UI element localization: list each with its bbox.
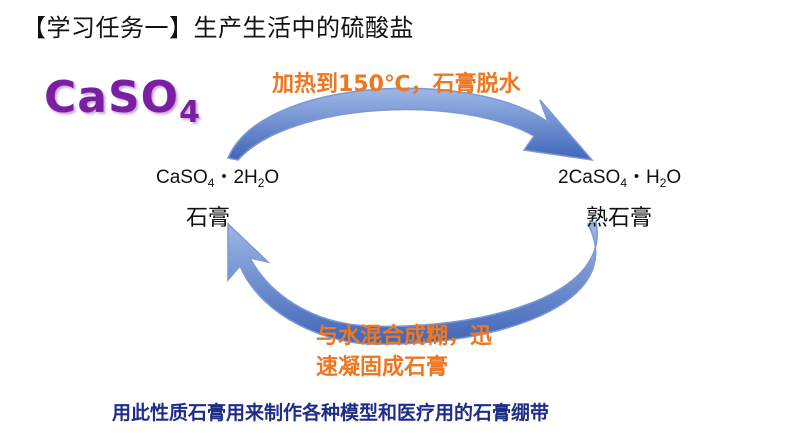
formula-subscript: 4 bbox=[620, 176, 627, 190]
forward-arrow bbox=[226, 87, 594, 162]
reverse-condition-line2: 速凝固成石膏 bbox=[316, 355, 449, 380]
usage-note: 用此性质石膏用来制作各种模型和医疗用的石膏绷带 bbox=[112, 402, 550, 424]
formula-part: ・2H bbox=[214, 167, 258, 188]
main-formula: CaSO4 bbox=[44, 72, 201, 130]
left-compound-formula: CaSO4・2H2O bbox=[156, 162, 279, 190]
reverse-condition-line1: 与水混合成糊，迅 bbox=[316, 324, 493, 349]
formula-subscript: 4 bbox=[207, 176, 215, 190]
formula-part: ・H bbox=[627, 167, 660, 188]
forward-condition: 加热到150℃，石膏脱水 bbox=[272, 72, 521, 97]
formula-part: O bbox=[264, 167, 280, 188]
formula-subscript: 2 bbox=[659, 176, 667, 190]
right-compound-name: 熟石膏 bbox=[586, 206, 653, 231]
main-formula-subscript: 4 bbox=[179, 95, 201, 130]
formula-part: O bbox=[666, 167, 682, 188]
formula-part: CaSO bbox=[156, 167, 208, 188]
page-title: 【学习任务一】生产生活中的硫酸盐 bbox=[22, 14, 414, 42]
main-formula-text: CaSO bbox=[44, 72, 180, 123]
formula-subscript: 2 bbox=[257, 176, 265, 190]
reverse-arrow bbox=[227, 221, 598, 345]
right-compound-formula: 2CaSO4・H2O bbox=[558, 162, 681, 190]
left-compound-name: 石膏 bbox=[186, 206, 231, 231]
formula-part: 2CaSO bbox=[558, 167, 621, 188]
